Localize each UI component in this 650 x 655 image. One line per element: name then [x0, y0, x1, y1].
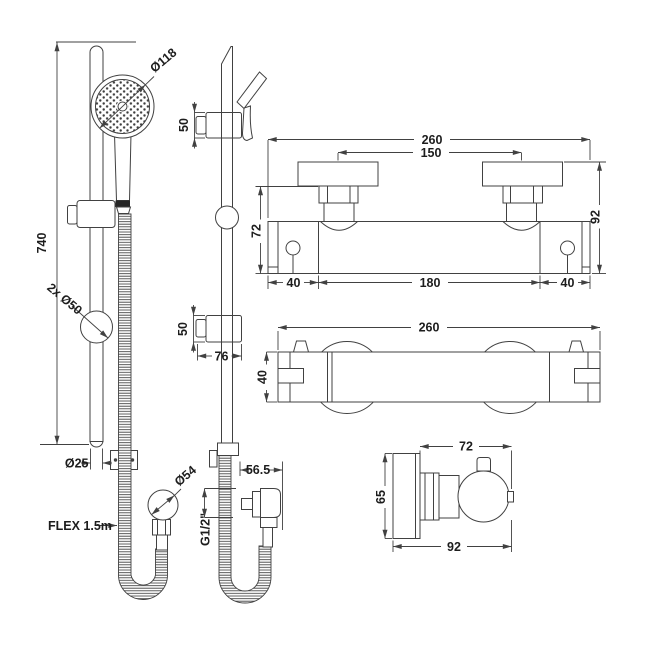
dim-plate-height: 65 — [374, 490, 388, 504]
dim-right-offset: 40 — [561, 276, 575, 290]
dim-valve-width: 260 — [422, 133, 443, 147]
wall-outlet-elbow-side — [260, 488, 281, 518]
dim-side-projection: 72 — [459, 440, 473, 454]
hose-tail-side — [262, 525, 273, 548]
rail-bracket-side — [215, 205, 239, 230]
valve-bar-top — [277, 351, 601, 403]
control-knob-side — [457, 470, 510, 523]
holder-knob-side — [195, 319, 207, 338]
plate-screw-icon — [130, 458, 135, 462]
view-rail-front: 740 Ø118 — [35, 41, 199, 600]
elbow-inlet — [241, 498, 253, 510]
shower-hose-side — [218, 455, 272, 604]
view-valve-top: 260 40 — [256, 321, 601, 414]
valve-body-bar — [267, 221, 591, 274]
dimension-outlet-thread: G1/2" — [199, 488, 236, 546]
left-union-nut — [318, 185, 359, 204]
slide-rail-side — [221, 46, 233, 444]
dimension-top-holder: 50 — [177, 102, 205, 149]
handle-cone — [115, 206, 132, 214]
elbow-nut — [152, 519, 171, 536]
handset-holder — [76, 200, 116, 228]
view-valve-side: 72 65 92 — [374, 440, 514, 554]
dimension-valve-height-left: 72 — [250, 186, 318, 274]
dimension-rail-diameter: Ø25 — [65, 448, 112, 471]
knob-nub-side — [476, 457, 491, 472]
dim-center-span: 180 — [420, 276, 441, 290]
dim-bottom-holder-height: 50 — [176, 322, 190, 336]
dimension-total-projection: 92 — [392, 520, 512, 554]
right-union-nut — [502, 185, 543, 204]
dimension-union-spacing: 150 — [337, 146, 522, 161]
dimension-bottom-chain: 40 180 40 — [267, 275, 591, 290]
left-fixing-screw — [285, 240, 301, 256]
handset-handle — [113, 133, 132, 201]
dimension-bottom-holder: 50 — [176, 305, 205, 353]
dim-valve-depth: 40 — [256, 370, 270, 384]
dimension-holder-depth: 76 — [197, 344, 242, 364]
dim-head-diameter: Ø118 — [147, 45, 179, 75]
valve-body-side — [438, 475, 460, 519]
dimension-valve-width: 260 — [267, 133, 591, 218]
dimension-valve-top-width: 260 — [277, 321, 601, 350]
rail-foot-nut — [217, 442, 239, 456]
right-outlet-tab — [574, 368, 601, 384]
holder-knob — [67, 205, 78, 225]
elbow-nut-side — [260, 517, 278, 528]
label-hose-length: FLEX 1.5m — [48, 519, 117, 533]
union-nut-side — [419, 472, 440, 521]
dim-valve-height-left: 72 — [250, 224, 264, 238]
dim-bracket-diameter: 2x Ø50 — [44, 280, 84, 317]
left-outlet-tab — [277, 368, 304, 384]
dim-holder-depth: 76 — [215, 350, 229, 364]
dim-hose-length: FLEX 1.5m — [48, 519, 112, 533]
right-knob-nub — [568, 340, 585, 353]
left-wall-plate — [297, 161, 379, 187]
dim-valve-height-right: 92 — [589, 210, 603, 224]
slide-rail — [89, 45, 104, 448]
elbow-wall-plate — [252, 491, 261, 518]
dim-rail-height: 740 — [35, 233, 49, 254]
shower-hose — [118, 213, 168, 600]
dimension-plate-height: 65 — [374, 453, 392, 539]
dimension-outlet-offset: 56.5 — [239, 461, 283, 530]
dim-outlet-offset: 56.5 — [246, 463, 270, 477]
dimension-valve-depth: 40 — [256, 351, 277, 403]
dim-rail-diameter: Ø25 — [65, 457, 89, 471]
dimension-side-projection: 72 — [419, 440, 512, 489]
dim-valve-top-width: 260 — [419, 321, 440, 335]
dim-union-spacing: 150 — [421, 146, 442, 160]
dim-outlet-thread: G1/2" — [199, 513, 213, 546]
left-knob-nub — [292, 340, 310, 353]
dimension-valve-height-right: 92 — [564, 161, 606, 274]
right-wall-plate — [482, 161, 563, 187]
plate-screw-icon — [113, 458, 118, 462]
holder-knob-side — [195, 116, 207, 135]
hose-tail — [156, 534, 168, 551]
dim-top-holder-height: 50 — [177, 118, 191, 132]
view-rail-side: 50 50 76 — [176, 46, 283, 604]
override-button — [507, 491, 514, 503]
dim-left-offset: 40 — [287, 276, 301, 290]
handle-nut — [115, 200, 130, 207]
dim-total-projection: 92 — [447, 540, 461, 554]
dimension-rail-height: 740 — [35, 41, 136, 445]
right-fixing-screw — [560, 240, 575, 256]
view-valve-front: 260 150 72 92 — [250, 133, 606, 290]
handset-grip-side — [241, 105, 254, 142]
rail-foot-flange — [209, 450, 218, 468]
dim-elbow-diameter: Ø54 — [172, 463, 199, 489]
handset-side — [236, 71, 268, 110]
